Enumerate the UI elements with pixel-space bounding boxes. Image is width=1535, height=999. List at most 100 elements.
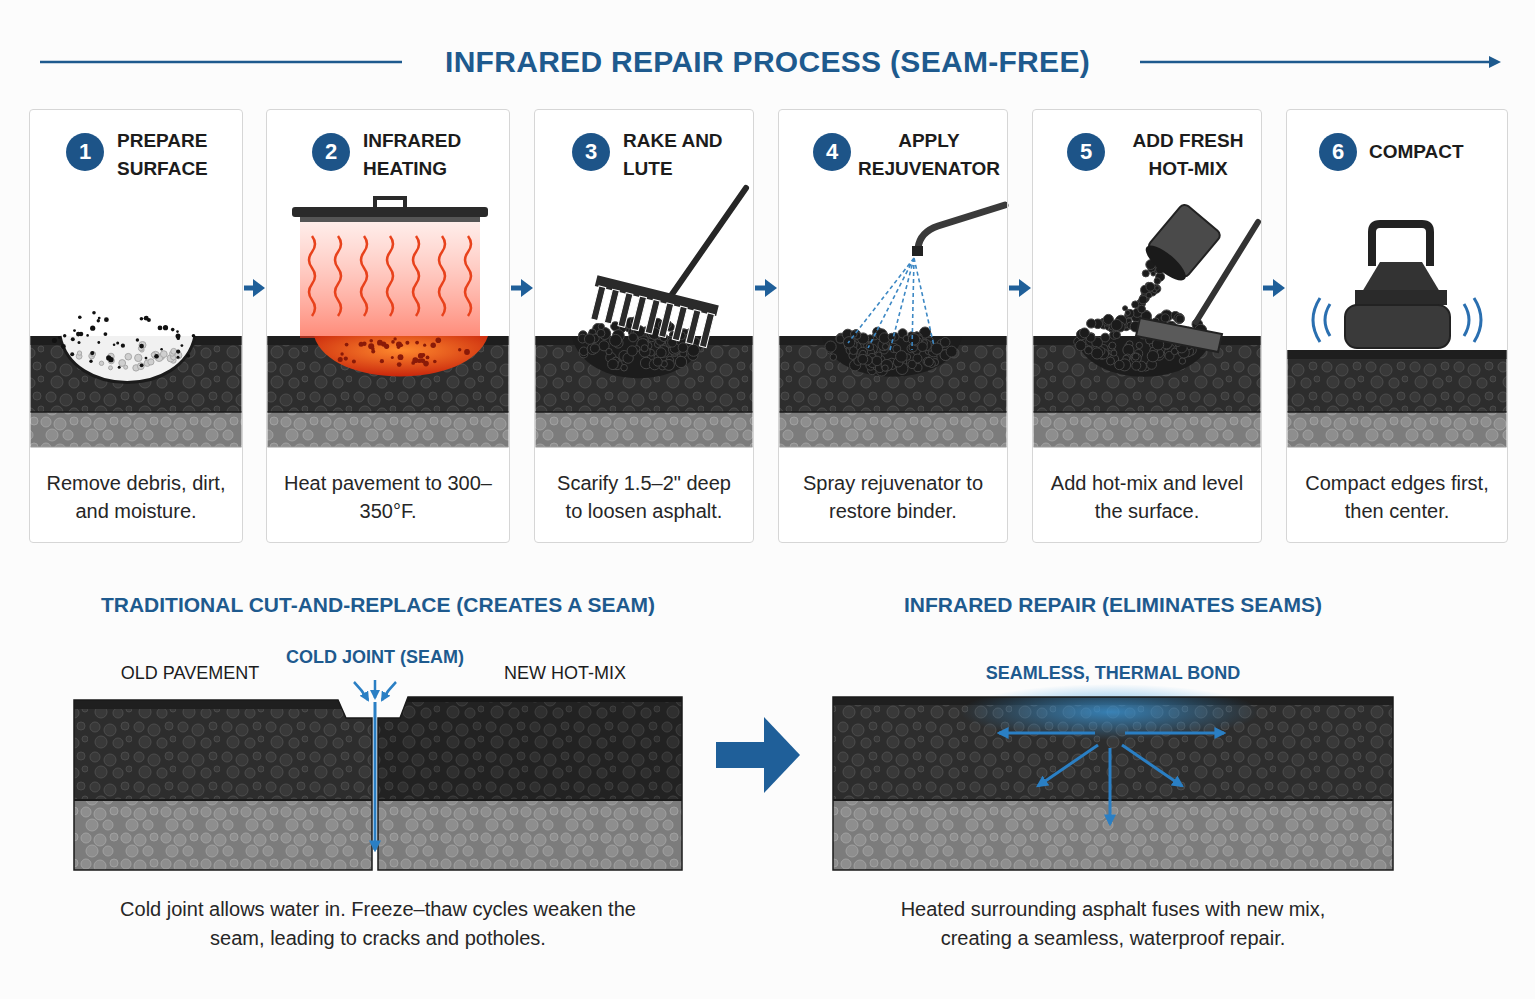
prepare-illustration (61, 344, 66, 349)
prepare-illustration (104, 332, 108, 336)
traditional-cross-section (74, 700, 342, 709)
hotmix-illustration (1111, 319, 1122, 330)
prepare-illustration (92, 311, 96, 315)
hotmix-illustration (1085, 346, 1093, 354)
heater-illustration (426, 356, 430, 360)
infrared-cross-section (833, 684, 1393, 870)
prepare-illustration (160, 348, 163, 351)
prepare-illustration (77, 351, 81, 355)
compactor-illustration (1362, 262, 1440, 292)
heater-illustration (436, 338, 442, 344)
traditional-cross-section (378, 697, 682, 800)
sprayer-illustration (896, 351, 908, 363)
heater-illustration (423, 344, 426, 347)
heater-illustration (344, 357, 348, 361)
rake-illustration (659, 303, 674, 338)
big-flow-arrow (764, 717, 800, 793)
compactor-illustration (1474, 298, 1481, 342)
pavement-layers (1288, 350, 1507, 412)
hotmix-illustration (1132, 361, 1141, 370)
hotmix-illustration (1147, 351, 1158, 362)
rake-illustration (584, 334, 594, 344)
prepare-illustration (171, 328, 175, 332)
hotmix-illustration (1141, 240, 1191, 286)
panel-backgrounds (1286, 109, 1508, 543)
hotmix-illustration (1132, 353, 1139, 360)
panel-backgrounds (29, 109, 1508, 543)
prepare-illustration (118, 366, 121, 369)
traditional-cross-section (74, 680, 682, 870)
step-panel: RAKE AND LUTEScarify 1.5–2" deep to loos… (534, 109, 754, 543)
step-arrow (511, 279, 533, 297)
heater-illustration (393, 337, 396, 340)
heater-illustration (465, 349, 469, 353)
sprayer-illustration (882, 365, 888, 371)
step-number: 3 (585, 141, 597, 163)
heater-illustration (338, 357, 343, 362)
sprayer-illustration (882, 344, 888, 350)
infrared-cross-section (1109, 748, 1112, 824)
infrared-cross-section (960, 684, 1260, 740)
sprayer-illustration (825, 341, 836, 352)
heater-illustration (335, 236, 341, 316)
heater-illustration (340, 352, 343, 355)
prepare-illustration (121, 344, 125, 348)
infrared-cross-section (833, 800, 1393, 870)
sprayer-illustration (830, 354, 837, 361)
prepare-illustration (140, 363, 144, 367)
heater-illustration (387, 236, 393, 316)
heater-illustration (300, 217, 480, 222)
sprayer-illustration (881, 359, 893, 371)
rake-illustration (668, 188, 746, 300)
sprayer-illustration (912, 246, 923, 256)
prepare-illustration (154, 354, 159, 359)
prepare-illustration (144, 316, 148, 320)
title-rule (1489, 56, 1501, 68)
rake-illustration (627, 346, 637, 356)
pavement-layers (1288, 412, 1507, 447)
sprayer-illustration (858, 354, 868, 364)
hotmix-illustration (1113, 331, 1120, 338)
heater-illustration (418, 353, 424, 359)
pavement-layers (31, 336, 242, 412)
hotmix-illustration (1161, 314, 1169, 322)
hotmix-illustration (1146, 282, 1155, 291)
prepare-illustration (60, 336, 195, 383)
prepare-illustration (163, 325, 168, 330)
step-arrow (1273, 279, 1285, 297)
traditional-cross-section (378, 800, 682, 870)
rake-illustration (699, 313, 714, 348)
pavement-layers (1034, 411, 1261, 413)
heater-illustration (398, 354, 404, 360)
prepare-illustration (192, 334, 196, 338)
rake-illustration (653, 357, 662, 366)
prepare-illustration (97, 319, 100, 322)
hotmix-illustration (1101, 333, 1110, 342)
rake-illustration (631, 296, 646, 331)
pavement-layers (268, 447, 509, 448)
hotmix-illustration (1179, 358, 1185, 364)
prepare-illustration (70, 352, 74, 356)
rake-illustration (678, 343, 688, 353)
prepare-illustration (89, 360, 92, 363)
prepare-illustration (145, 357, 148, 360)
prepare-illustration (124, 365, 128, 369)
panel-backgrounds (266, 109, 510, 543)
pavement-layers (268, 411, 509, 413)
hotmix-illustration (1139, 296, 1147, 304)
heater-illustration (420, 358, 425, 363)
sprayer-illustration (918, 342, 928, 352)
rake-illustration (656, 348, 666, 358)
title-area: INFRARED REPAIR PROCESS (SEAM-FREE) (0, 0, 1535, 81)
step-number: 5 (1080, 141, 1092, 163)
prepare-illustration (125, 353, 132, 360)
heater-illustration (359, 342, 364, 347)
hotmix-illustration (1111, 350, 1117, 356)
heater-illustration (292, 198, 488, 377)
panel-backgrounds (29, 109, 243, 543)
heater-illustration (433, 360, 437, 364)
hotmix-illustration (1074, 202, 1258, 376)
prepare-illustration (78, 315, 82, 319)
step-arrow (244, 279, 265, 297)
heater-illustration (405, 341, 409, 345)
